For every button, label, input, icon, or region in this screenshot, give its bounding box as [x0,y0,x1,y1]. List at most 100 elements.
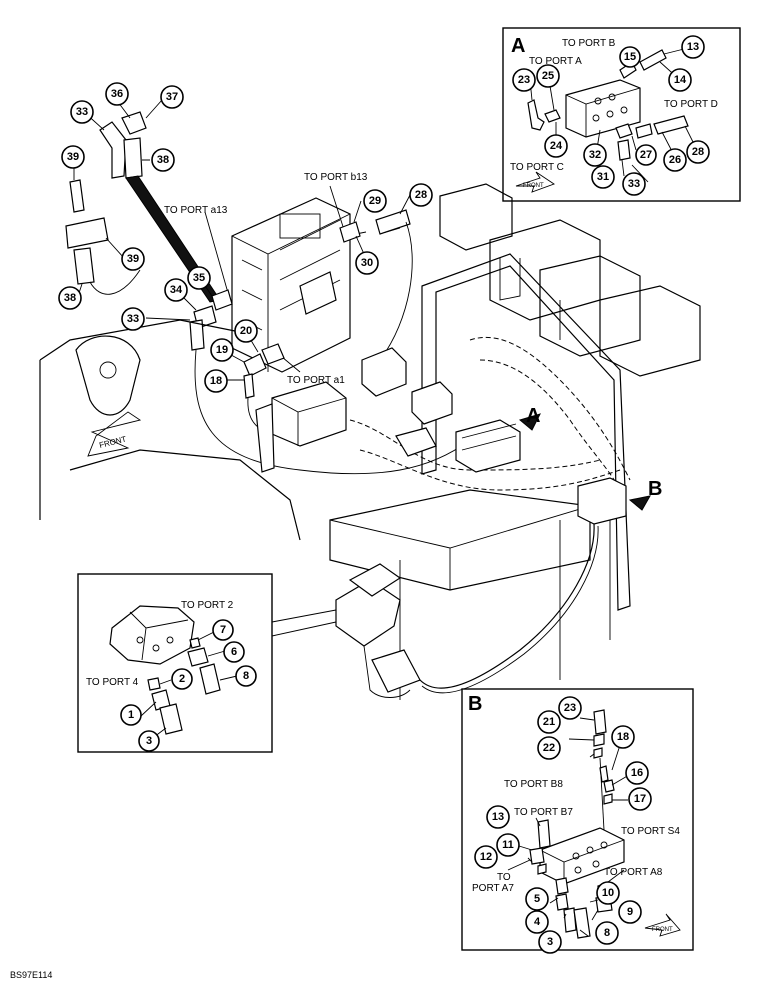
callout-b-9: 9 [618,900,642,924]
callout-b-21: 21 [537,710,561,734]
callout-b-10: 10 [596,881,620,905]
label-to-port-a13: TO PORT a13 [164,205,228,216]
svg-text:24: 24 [550,140,563,152]
callout-main-30: 30 [355,251,379,275]
callout-a-33: 33 [622,172,646,196]
label-to-port-s4: TO PORT S4 [621,826,680,837]
svg-text:21: 21 [543,716,555,728]
pilot-valve [271,381,347,447]
svg-text:13: 13 [492,811,504,823]
label-to-port-2: TO PORT 2 [181,600,234,611]
label-to-port-a1: TO PORT a1 [287,375,345,386]
svg-text:3: 3 [547,936,553,948]
callout-main-35: 35 [187,266,211,290]
elbow-hose-33 [99,121,127,179]
svg-text:19: 19 [216,344,228,356]
svg-text:36: 36 [111,88,123,100]
svg-text:27: 27 [640,149,652,161]
svg-text:4: 4 [534,916,541,928]
callout-b-17: 17 [628,787,652,811]
svg-text:23: 23 [518,74,530,86]
callout-a-28: 28 [686,140,710,164]
arrow-label-a: A [526,405,540,427]
adapter-38 [123,137,143,179]
svg-text:13: 13 [687,41,699,53]
svg-text:FRONT: FRONT [652,927,673,933]
svg-text:38: 38 [64,292,76,304]
callout-b-5: 5 [525,887,549,911]
callout-a-14: 14 [668,68,692,92]
arrow-label-b: B [648,478,662,500]
callout-main-29: 29 [363,189,387,213]
svg-text:37: 37 [166,91,178,103]
front-arrow-b [644,913,681,937]
callout-pedal-1: 1 [120,704,142,726]
svg-text:2: 2 [179,673,185,685]
callout-b-23: 23 [558,696,582,720]
svg-text:15: 15 [624,51,636,63]
callout-a-25: 25 [536,64,560,88]
callout-a-26: 26 [663,148,687,172]
label-to-port-c: TO PORT C [510,162,564,173]
label-to-port-b: TO PORT B [562,38,616,49]
callout-a-15: 15 [619,46,641,68]
callout-main-19: 19 [210,338,234,362]
label-to-port-4: TO PORT 4 [86,677,139,688]
callout-main-18: 18 [204,369,228,393]
callout-pedal-6: 6 [223,641,245,663]
callout-b-12: 12 [474,845,498,869]
label-to-port-b8: TO PORT B8 [504,779,563,790]
tee-fitting-36 [121,111,147,135]
boom-pivot [75,335,141,416]
svg-text:35: 35 [193,272,205,284]
callout-b-4: 4 [525,910,549,934]
detail-a-callouts: 13 15 14 23 25 24 32 27 26 28 31 33 [512,35,710,196]
svg-text:10: 10 [602,887,614,899]
svg-text:6: 6 [231,646,237,658]
callout-b-11: 11 [496,833,520,857]
label-to-port-a: TO PORT A [529,56,582,67]
detail-b-letter: B [468,693,482,715]
callout-a-31: 31 [591,165,615,189]
label-to-port-a7-line2: PORT A7 [472,883,514,894]
svg-text:39: 39 [127,253,139,265]
valve-block-a [565,79,641,138]
callout-main-28: 28 [409,183,433,207]
svg-text:9: 9 [627,906,633,918]
callout-b-22: 22 [537,736,561,760]
svg-text:5: 5 [534,893,540,905]
elbow-fitting-23 [527,99,545,131]
callout-main-38-bottom: 38 [58,286,82,310]
callout-main-20: 20 [234,319,258,343]
callout-pedal-8: 8 [235,665,257,687]
svg-text:23: 23 [564,702,576,714]
callout-pedal-2: 2 [171,668,193,690]
svg-text:25: 25 [542,70,554,82]
callout-pedal-3: 3 [138,730,160,752]
svg-text:32: 32 [589,149,601,161]
callout-main-33-mid: 33 [121,307,145,331]
svg-text:26: 26 [669,154,681,166]
cab-floor [329,489,591,591]
detail-pedal-panel: TO PORT 2 TO PORT 4 [77,573,273,753]
side-bracket [421,253,631,611]
bracket-39 [65,217,109,249]
svg-text:28: 28 [692,146,704,158]
svg-text:28: 28 [415,189,427,201]
svg-text:18: 18 [617,731,629,743]
callout-b-18: 18 [611,725,635,749]
callout-a-24: 24 [544,134,568,158]
main-callouts: 36 37 33 38 39 39 38 35 34 33 29 30 28 2… [58,82,433,393]
label-to-port-a7-line1: TO [497,872,511,883]
callout-main-33-top: 33 [70,100,94,124]
svg-text:29: 29 [369,195,381,207]
callout-a-27: 27 [635,144,657,166]
detail-pedal-callouts: 7 6 8 2 1 3 [120,619,257,752]
callout-a-13: 13 [681,35,705,59]
front-arrow-main [87,411,142,457]
svg-text:8: 8 [604,927,610,939]
callout-a-32: 32 [583,143,607,167]
label-to-port-a8: TO PORT A8 [604,867,663,878]
svg-text:17: 17 [634,793,646,805]
